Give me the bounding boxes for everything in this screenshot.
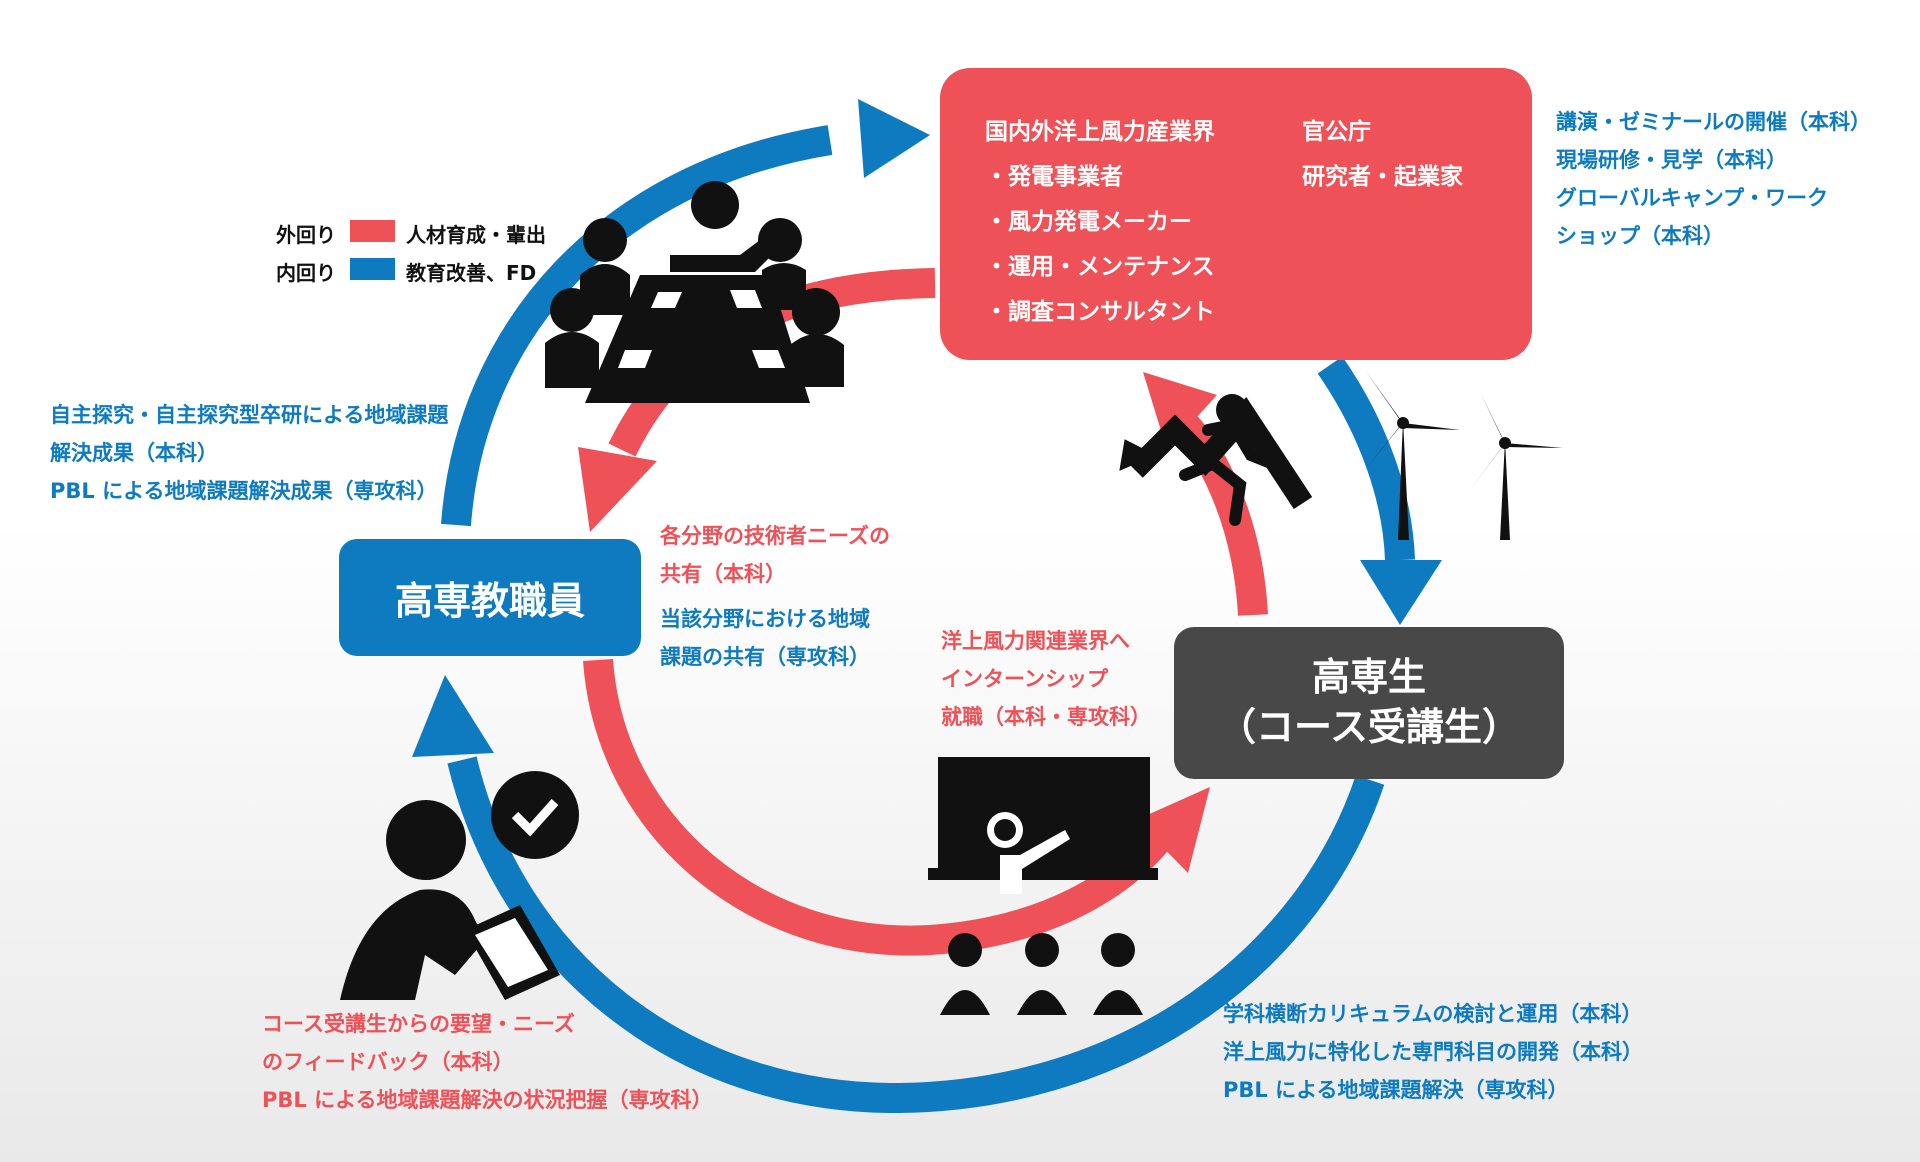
note-line: グローバルキャンプ・ワーク: [1556, 186, 1829, 210]
growth-runner-icon: [1119, 394, 1313, 526]
students-box: [1174, 627, 1564, 779]
note-line: 自主探究・自主探究型卒研による地域課題: [50, 403, 449, 427]
red-arrowhead-teachers: [578, 447, 657, 532]
note-line: PBL による地域課題解決成果（専攻科）: [50, 479, 438, 503]
internship-note: 洋上風力関連業界へ インターンシップ 就職（本科・専攻科）: [941, 622, 1151, 736]
industry-government: 官公庁: [1302, 119, 1371, 145]
legend-outer-label: 外回り: [276, 223, 336, 247]
blue-arrowhead-students: [1360, 560, 1442, 625]
note-line: 現場研修・見学（本科）: [1556, 148, 1787, 172]
blue-arrowhead-teachers: [412, 675, 494, 757]
red-arrowhead-students: [1136, 787, 1210, 873]
legend-inner-desc: 教育改善、FD: [406, 261, 537, 285]
note-line: 学科横断カリキュラムの検討と運用（本科）: [1223, 1002, 1643, 1026]
needs-sharing-note: 各分野の技術者ニーズの 共有（本科）: [660, 517, 890, 593]
note-line: 洋上風力に特化した専門科目の開発（本科）: [1223, 1040, 1643, 1064]
note-line: PBL による地域課題解決（専攻科）: [1223, 1078, 1569, 1102]
blue-arrow-students-to-teachers: [447, 756, 1385, 1114]
note-line: PBL による地域課題解決の状況把握（専攻科）: [262, 1088, 713, 1112]
industry-box: [940, 68, 1532, 360]
feedback-review-icon: [340, 771, 579, 1000]
industry-item: ・運用・メンテナンス: [985, 254, 1215, 280]
note-line: 講演・ゼミナールの開催（本科）: [1556, 110, 1871, 134]
note-line: のフィードバック（本科）: [262, 1050, 514, 1074]
blue-arrow-industry-to-students: [1317, 356, 1415, 561]
teachers-box: [339, 539, 641, 656]
teachers-outcomes-note: 自主探究・自主探究型卒研による地域課題 解決成果（本科） PBL による地域課題…: [50, 396, 448, 510]
lecture-icon: [928, 757, 1158, 1015]
industry-other: 官公庁 研究者・起業家: [1302, 110, 1463, 200]
industry-heading: 国内外洋上風力産業界: [985, 119, 1215, 145]
industry-item: ・調査コンサルタント: [985, 299, 1215, 325]
note-line: インターンシップ: [941, 667, 1108, 691]
note-line: 当該分野における地域: [660, 607, 870, 631]
note-line: 課題の共有（専攻科）: [660, 645, 870, 669]
legend-inner-label: 内回り: [276, 261, 336, 285]
note-line: 洋上風力関連業界へ: [941, 629, 1130, 653]
industry-activities-note: 講演・ゼミナールの開催（本科） 現場研修・見学（本科） グローバルキャンプ・ワー…: [1556, 103, 1871, 255]
blue-arrowhead-industry: [858, 99, 930, 178]
industry-researchers: 研究者・起業家: [1302, 164, 1463, 190]
curriculum-note: 学科横断カリキュラムの検討と運用（本科） 洋上風力に特化した専門科目の開発（本科…: [1223, 995, 1643, 1109]
note-line: コース受講生からの要望・ニーズ: [262, 1012, 575, 1036]
meeting-icon: [545, 181, 844, 403]
industry-item: ・発電事業者: [985, 164, 1123, 190]
legend-blue-swatch: [350, 258, 395, 280]
red-arrow-teachers-to-students: [583, 658, 1178, 956]
note-line: 就職（本科・専攻科）: [941, 705, 1151, 729]
students-label-line2: （コース受講生）: [1217, 705, 1521, 749]
wind-turbine-icon: [1365, 370, 1563, 540]
note-line: 解決成果（本科）: [50, 441, 218, 465]
industry-items: 国内外洋上風力産業界 ・発電事業者 ・風力発電メーカー ・運用・メンテナンス ・…: [985, 110, 1215, 335]
students-label: 高専生 （コース受講生）: [1174, 652, 1564, 752]
note-line: 共有（本科）: [660, 562, 786, 586]
students-label-line1: 高専生: [1311, 655, 1426, 699]
legend-red-swatch: [350, 220, 395, 242]
industry-item: ・風力発電メーカー: [985, 209, 1192, 235]
feedback-note: コース受講生からの要望・ニーズ のフィードバック（本科） PBL による地域課題…: [262, 1005, 712, 1119]
blue-arrow-teachers-to-industry: [441, 125, 833, 527]
teachers-label: 高専教職員: [394, 579, 585, 623]
note-line: ショップ（本科）: [1556, 224, 1724, 248]
regional-issues-note: 当該分野における地域 課題の共有（専攻科）: [660, 600, 870, 676]
note-line: 各分野の技術者ニーズの: [660, 524, 890, 548]
legend-outer-desc: 人材育成・輩出: [406, 223, 546, 247]
